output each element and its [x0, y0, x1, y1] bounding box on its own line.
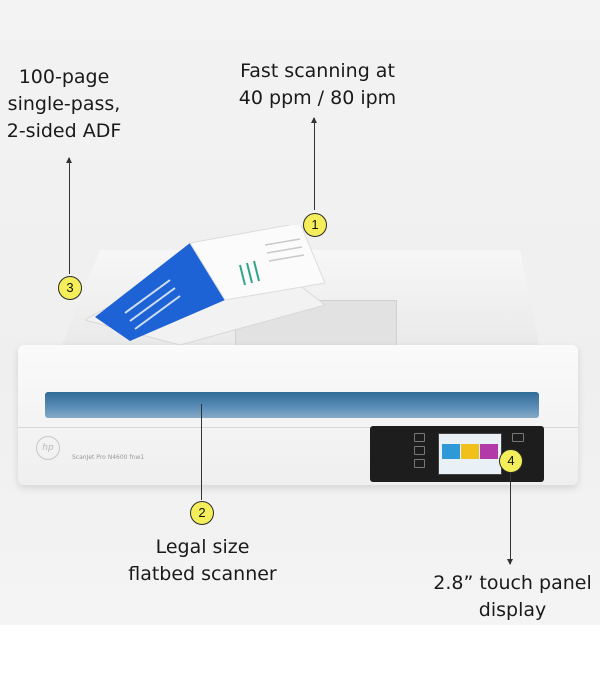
hp-logo: hp: [36, 436, 60, 460]
callout-1-badge: 1: [303, 213, 327, 237]
model-label: ScanJet Pro N4600 fnw1: [72, 454, 145, 461]
callout-4-leader: [507, 472, 513, 565]
home-button[interactable]: [414, 446, 425, 455]
help-button[interactable]: [414, 459, 425, 468]
callout-2-leader: [201, 404, 202, 500]
callout-2-text: Legal size flatbed scanner: [128, 536, 277, 585]
callout-1-text: Fast scanning at 40 ppm / 80 ipm: [238, 60, 397, 109]
screen-tile-blue: [442, 444, 460, 459]
back-button[interactable]: [414, 433, 425, 442]
callout-2-badge: 2: [190, 501, 214, 525]
touch-screen[interactable]: [438, 433, 502, 475]
body-seam: [18, 427, 578, 428]
callout-1-leader: [311, 117, 317, 210]
document-sheets: [85, 225, 325, 345]
callout-3-leader: [66, 157, 72, 274]
callout-3-badge: 3: [58, 276, 82, 300]
power-button[interactable]: [512, 433, 524, 442]
screen-tile-yellow: [461, 444, 479, 459]
flatbed-glass: [45, 392, 539, 418]
screen-tile-purple: [480, 444, 498, 459]
callout-4-badge: 4: [499, 449, 523, 473]
callout-3-text: 100-page single-pass, 2-sided ADF: [6, 66, 122, 142]
callout-4-text: 2.8” touch panel display: [433, 572, 592, 621]
